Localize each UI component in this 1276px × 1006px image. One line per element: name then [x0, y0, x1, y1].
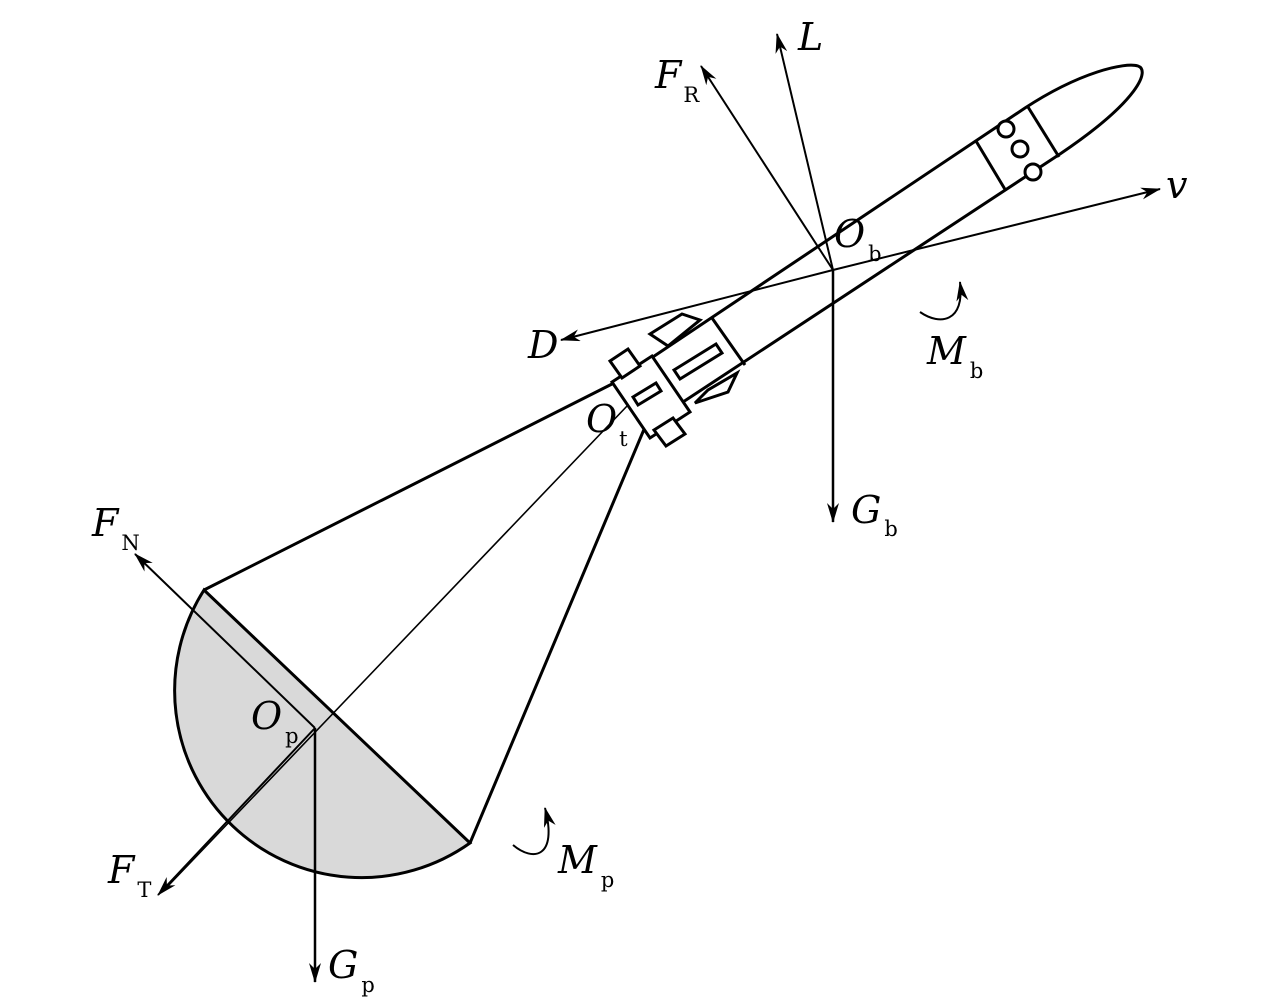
rocket-body [607, 63, 1144, 449]
normal-force-arrow [134, 553, 316, 729]
motor-section-band [710, 317, 747, 366]
tangential-force-arrow [157, 727, 316, 896]
rocket-fuselage [611, 63, 1144, 430]
nose-port-3 [1023, 162, 1043, 182]
label-v: v [1166, 163, 1188, 207]
canopy-axis-line [167, 404, 629, 887]
tail-block-upper [607, 346, 643, 381]
label-L: L [797, 15, 823, 59]
motor-slot [671, 341, 725, 382]
parachute-canopy [173, 587, 473, 880]
label-O-t: Ot [586, 397, 628, 451]
resultant-force-arrow [700, 65, 834, 271]
nose-section-band-2 [1026, 106, 1061, 158]
label-D: D [527, 323, 558, 367]
nose-port-2 [1010, 139, 1030, 159]
tail-block-lower [651, 415, 688, 449]
tail-slot [630, 380, 664, 408]
nose-port-1 [996, 119, 1016, 139]
lift-arrow [775, 33, 834, 271]
suspension-line-upper [203, 381, 615, 592]
nose-section-band-1 [974, 140, 1008, 192]
velocity-arrow [832, 187, 1161, 271]
fin-lower [693, 369, 741, 405]
suspension-line-lower [468, 426, 647, 844]
parachute-moment-arrow [512, 807, 556, 856]
body-moment-arrow [919, 281, 969, 321]
label-F-R: FR [654, 53, 700, 107]
fin-upper [647, 312, 704, 348]
drag-arrow [560, 269, 834, 342]
